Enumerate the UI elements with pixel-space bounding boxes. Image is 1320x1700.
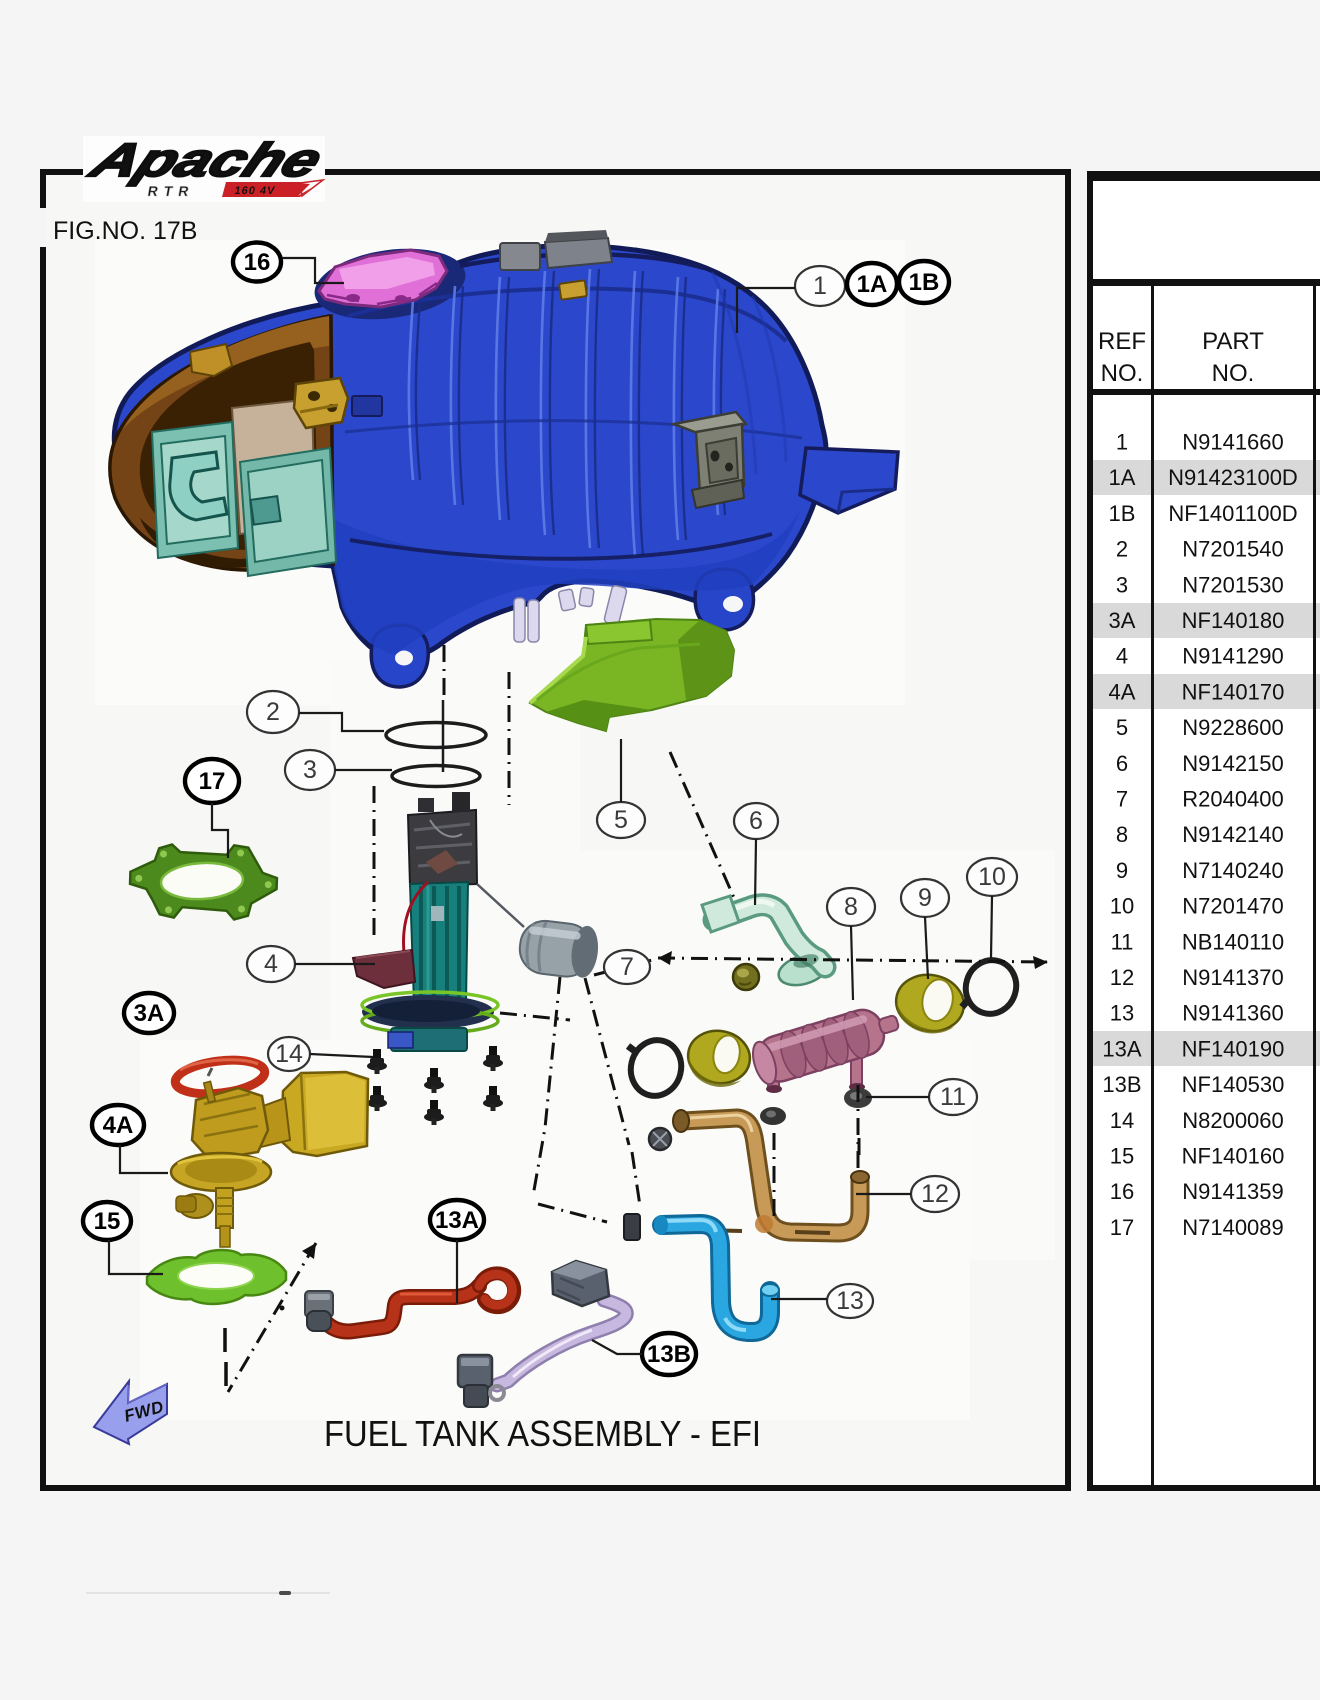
svg-text:6: 6	[1116, 751, 1128, 776]
svg-text:12: 12	[1110, 965, 1134, 990]
svg-text:5: 5	[1116, 715, 1128, 740]
svg-text:FUEL TANK ASSEMBLY - EFI: FUEL TANK ASSEMBLY - EFI	[324, 1413, 761, 1454]
svg-text:15: 15	[1110, 1144, 1134, 1169]
svg-text:PART: PART	[1202, 328, 1264, 355]
svg-text:4: 4	[1116, 644, 1128, 669]
svg-text:N9141360: N9141360	[1182, 1001, 1284, 1026]
svg-text:15: 15	[94, 1208, 121, 1235]
svg-text:REF: REF	[1098, 328, 1146, 355]
svg-text:13: 13	[1110, 1001, 1134, 1026]
svg-text:9: 9	[1116, 858, 1128, 883]
svg-text:N9142140: N9142140	[1182, 822, 1284, 847]
svg-text:3: 3	[1116, 572, 1128, 597]
svg-text:7: 7	[1116, 787, 1128, 812]
svg-text:17: 17	[1110, 1215, 1134, 1240]
svg-text:NF140170: NF140170	[1182, 679, 1285, 704]
svg-text:4: 4	[264, 950, 278, 978]
svg-text:NF140160: NF140160	[1182, 1144, 1285, 1169]
svg-text:1B: 1B	[1109, 501, 1136, 526]
svg-text:NF140530: NF140530	[1182, 1072, 1285, 1097]
svg-text:16: 16	[1110, 1179, 1134, 1204]
svg-text:N9141290: N9141290	[1182, 644, 1284, 669]
svg-text:2: 2	[1116, 537, 1128, 562]
svg-text:1A: 1A	[1109, 465, 1136, 490]
svg-text:N9142150: N9142150	[1182, 751, 1284, 776]
svg-text:3A: 3A	[1109, 608, 1136, 633]
svg-text:5: 5	[614, 806, 628, 834]
svg-text:13A: 13A	[435, 1207, 479, 1234]
svg-text:N9141660: N9141660	[1182, 430, 1284, 455]
svg-text:N91423100D: N91423100D	[1168, 465, 1298, 490]
svg-text:16: 16	[244, 249, 271, 276]
svg-text:N7201540: N7201540	[1182, 537, 1284, 562]
svg-text:N7140240: N7140240	[1182, 858, 1284, 883]
svg-text:N7140089: N7140089	[1182, 1215, 1284, 1240]
svg-text:N9141370: N9141370	[1182, 965, 1284, 990]
svg-text:13: 13	[836, 1287, 864, 1315]
svg-text:N9228600: N9228600	[1182, 715, 1284, 740]
svg-text:17: 17	[199, 768, 226, 795]
svg-text:Apache: Apache	[81, 134, 331, 186]
svg-text:1A: 1A	[857, 271, 888, 298]
svg-text:1: 1	[813, 272, 827, 300]
svg-text:N8200060: N8200060	[1182, 1108, 1284, 1133]
svg-text:R2040400: R2040400	[1182, 787, 1284, 812]
svg-text:NB140110: NB140110	[1182, 929, 1284, 954]
svg-text:8: 8	[1116, 822, 1128, 847]
svg-text:11: 11	[940, 1083, 966, 1111]
svg-text:NF1401100D: NF1401100D	[1168, 501, 1297, 526]
svg-text:1B: 1B	[909, 269, 940, 296]
svg-text:6: 6	[749, 807, 763, 835]
svg-text:4A: 4A	[1109, 679, 1136, 704]
svg-text:3: 3	[303, 756, 317, 784]
svg-text:8: 8	[844, 893, 858, 921]
svg-text:NF140180: NF140180	[1182, 608, 1285, 633]
svg-text:13A: 13A	[1102, 1036, 1141, 1061]
svg-text:N7201470: N7201470	[1182, 894, 1284, 919]
svg-text:NF140190: NF140190	[1182, 1036, 1285, 1061]
svg-text:2: 2	[266, 698, 280, 726]
svg-text:7: 7	[620, 953, 634, 981]
svg-text:160 4V: 160 4V	[233, 185, 276, 197]
svg-text:NO.: NO.	[1101, 360, 1144, 387]
svg-text:RTR: RTR	[146, 183, 196, 199]
svg-text:13B: 13B	[1102, 1072, 1141, 1097]
svg-text:3A: 3A	[134, 1000, 165, 1027]
svg-text:10: 10	[1110, 894, 1134, 919]
svg-text:11: 11	[1111, 929, 1134, 954]
svg-text:12: 12	[921, 1180, 949, 1208]
svg-text:NO.: NO.	[1212, 360, 1255, 387]
svg-text:N9141359: N9141359	[1182, 1179, 1284, 1204]
svg-text:10: 10	[978, 863, 1006, 891]
svg-text:4A: 4A	[103, 1112, 134, 1139]
svg-text:1: 1	[1116, 430, 1128, 455]
svg-text:14: 14	[1110, 1108, 1134, 1133]
svg-text:9: 9	[918, 884, 932, 912]
svg-text:N7201530: N7201530	[1182, 572, 1284, 597]
svg-text:13B: 13B	[647, 1341, 691, 1368]
svg-text:14: 14	[275, 1040, 303, 1068]
